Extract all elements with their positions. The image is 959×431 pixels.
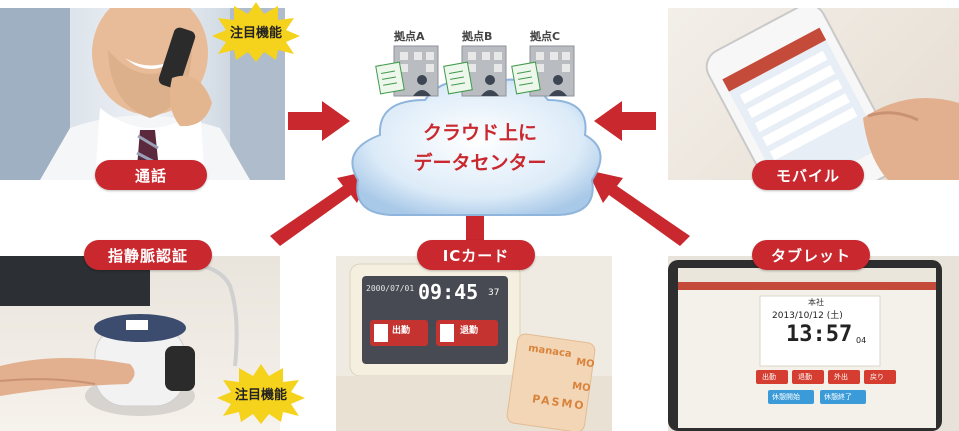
tablet-btn-away: 外出 [834, 373, 848, 381]
tablet-photo: 本社 2013/10/12 (土) 13:57 04 出勤 退勤 外出 戻り 休… [668, 256, 959, 431]
site-label-c: 拠点C [530, 30, 561, 43]
site-buildings [375, 45, 575, 97]
card-text-mo2: MO [571, 380, 592, 395]
label-call: 通話 [95, 160, 207, 190]
ic-screen-seconds: 37 [488, 288, 500, 298]
tablet-time: 13:57 [786, 322, 853, 347]
arrows [270, 101, 690, 246]
label-vein: 指静脈認証 [84, 240, 212, 270]
cloud-title-line2: データセンター [413, 152, 547, 174]
tablet-btn-break-end: 休憩終了 [824, 393, 852, 401]
tablet-place: 本社 [808, 298, 824, 307]
iccard-photo: 2000/07/01 09:45 37 出勤 退勤 manaca MO MO P… [336, 256, 612, 431]
ic-screen-date: 2000/07/01 [366, 284, 415, 293]
featured-badge-top: 注目機能 [210, 0, 302, 62]
label-mobile: モバイル [752, 160, 864, 190]
starburst-icon [212, 2, 300, 62]
tablet-image [668, 260, 942, 431]
tablet-btn-out: 退勤 [798, 373, 812, 381]
featured-label: 注目機能 [229, 25, 282, 41]
site-label-a: 拠点A [394, 30, 425, 43]
tablet-btn-break-start: 休憩開始 [772, 393, 800, 401]
featured-label: 注目機能 [234, 387, 287, 403]
tablet-date: 2013/10/12 (土) [772, 311, 843, 321]
card-text-mo1: MO [575, 356, 596, 371]
starburst-icon [217, 364, 305, 424]
label-tablet: タブレット [752, 240, 870, 270]
ic-in-button: 出勤 [392, 326, 411, 336]
tablet-btn-return: 戻り [870, 373, 884, 381]
label-iccard: ICカード [417, 240, 535, 270]
ic-reader-image [336, 263, 612, 431]
featured-badge-bottom: 注目機能 [215, 362, 307, 424]
tablet-btn-in: 出勤 [762, 373, 776, 381]
cloud-title-line1: クラウド上に [422, 122, 537, 144]
ic-screen-time: 09:45 [418, 280, 479, 304]
ic-out-button: 退勤 [460, 326, 479, 336]
site-label-b: 拠点B [462, 30, 493, 43]
tablet-seconds: 04 [856, 336, 867, 345]
